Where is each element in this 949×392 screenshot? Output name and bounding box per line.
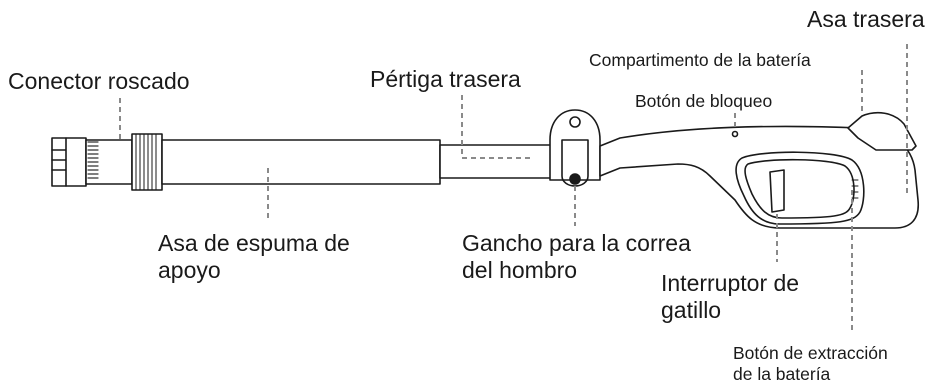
label-battery-release: Botón de extracción de la batería bbox=[733, 343, 888, 384]
label-trigger-switch: Interruptor de gatillo bbox=[661, 270, 800, 324]
label-foam-grip: Asa de espuma de apoyo bbox=[158, 230, 350, 284]
leader-rear-pole bbox=[461, 95, 530, 159]
threaded-connector bbox=[51, 133, 163, 191]
label-battery-compartment: Compartimento de la batería bbox=[589, 50, 811, 70]
rear-pole bbox=[439, 144, 561, 179]
label-shoulder-strap-hook: Gancho para la correa del hombro bbox=[462, 230, 691, 284]
label-lock-button: Botón de bloqueo bbox=[635, 91, 773, 111]
label-threaded-connector: Conector roscado bbox=[8, 68, 190, 94]
label-rear-handle: Asa trasera bbox=[807, 6, 925, 32]
shoulder-strap-hook bbox=[549, 109, 601, 187]
foam-grip bbox=[161, 139, 441, 185]
label-rear-pole: Pértiga trasera bbox=[370, 66, 521, 92]
handle-body bbox=[599, 111, 920, 229]
